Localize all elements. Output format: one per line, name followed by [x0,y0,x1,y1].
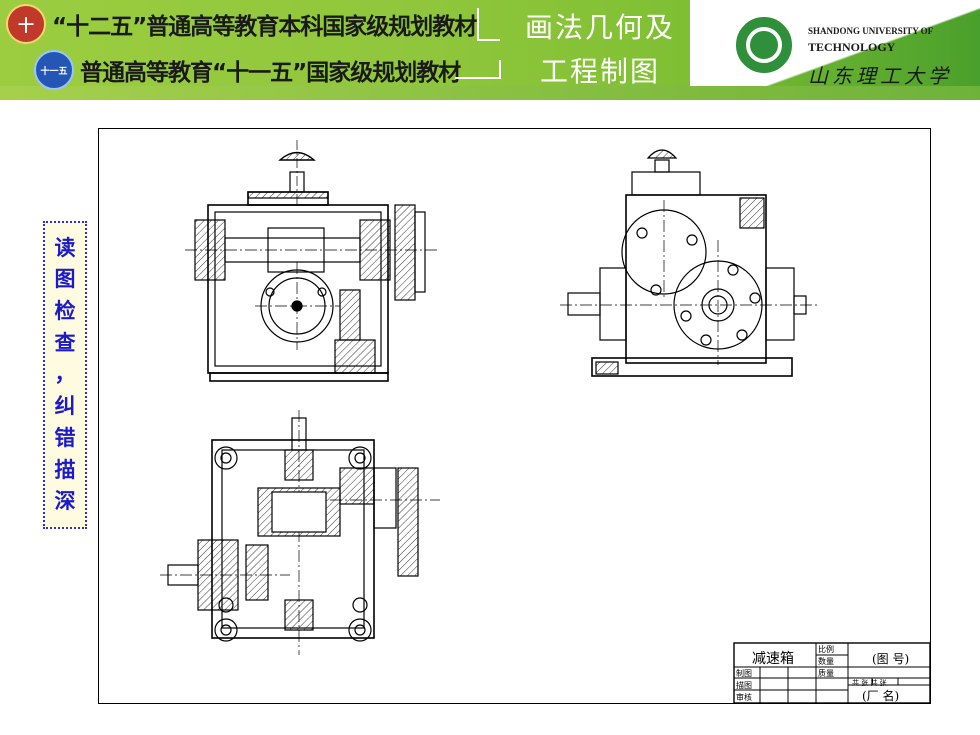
side-char: 检 [54,299,76,324]
drawing-number: (图 号) [872,652,910,666]
material-label: 质量 [818,669,834,678]
side-char: 深 [54,489,76,514]
side-view [560,149,820,377]
side-char: 查 [54,330,76,355]
checked-label: 审核 [736,693,752,702]
factory-name: (厂 名) [862,689,900,703]
book-title-2: 工程制图 [539,55,660,88]
university-name-en-2: TECHNOLOGY [808,40,896,54]
series-title-2: 普通高等教育“十一五”国家级规划教材 [80,60,461,86]
sheet-count: 共 张 共 张 [852,679,887,687]
drawn-label: 制图 [736,669,752,678]
header-line-1: 十 “十二五”普通高等教育本科国家级规划教材 [6,4,477,44]
side-char: 错 [54,425,76,450]
header-line-2: 十一五 普通高等教育“十一五”国家级规划教材 [34,50,461,90]
scale-label: 比例 [818,645,834,654]
header-banner: 十 “十二五”普通高等教育本科国家级规划教材 十一五 普通高等教育“十一五”国家… [0,0,980,100]
series-title-1: “十二五”普通高等教育本科国家级规划教材 [52,14,477,40]
banner-stripe [0,86,980,100]
side-char: 纠 [54,394,76,419]
university-name-cn: 山东理工大学 [808,64,952,88]
drawing-name: 减速箱 [752,651,794,667]
series-badge-icon: 十 [6,4,46,44]
side-label: 读 图 检 查 ， 纠 错 描 深 [43,221,87,529]
quantity-label: 数量 [818,657,834,666]
series-badge-2-icon: 十一五 [34,50,74,90]
traced-label: 描图 [736,681,752,690]
side-char: 读 [54,235,76,260]
book-title-1: 画法几何及 [524,11,675,44]
side-char: 描 [54,457,76,482]
title-block [733,642,931,704]
front-view [185,140,440,382]
top-view [160,410,440,655]
side-char: 图 [54,267,76,292]
university-logo-icon [733,14,795,76]
side-char: ， [54,362,76,387]
drawing-sheet [98,128,931,704]
header-bracket-lines [455,8,501,79]
university-name-en-1: SHANDONG UNIVERSITY OF [808,26,934,36]
